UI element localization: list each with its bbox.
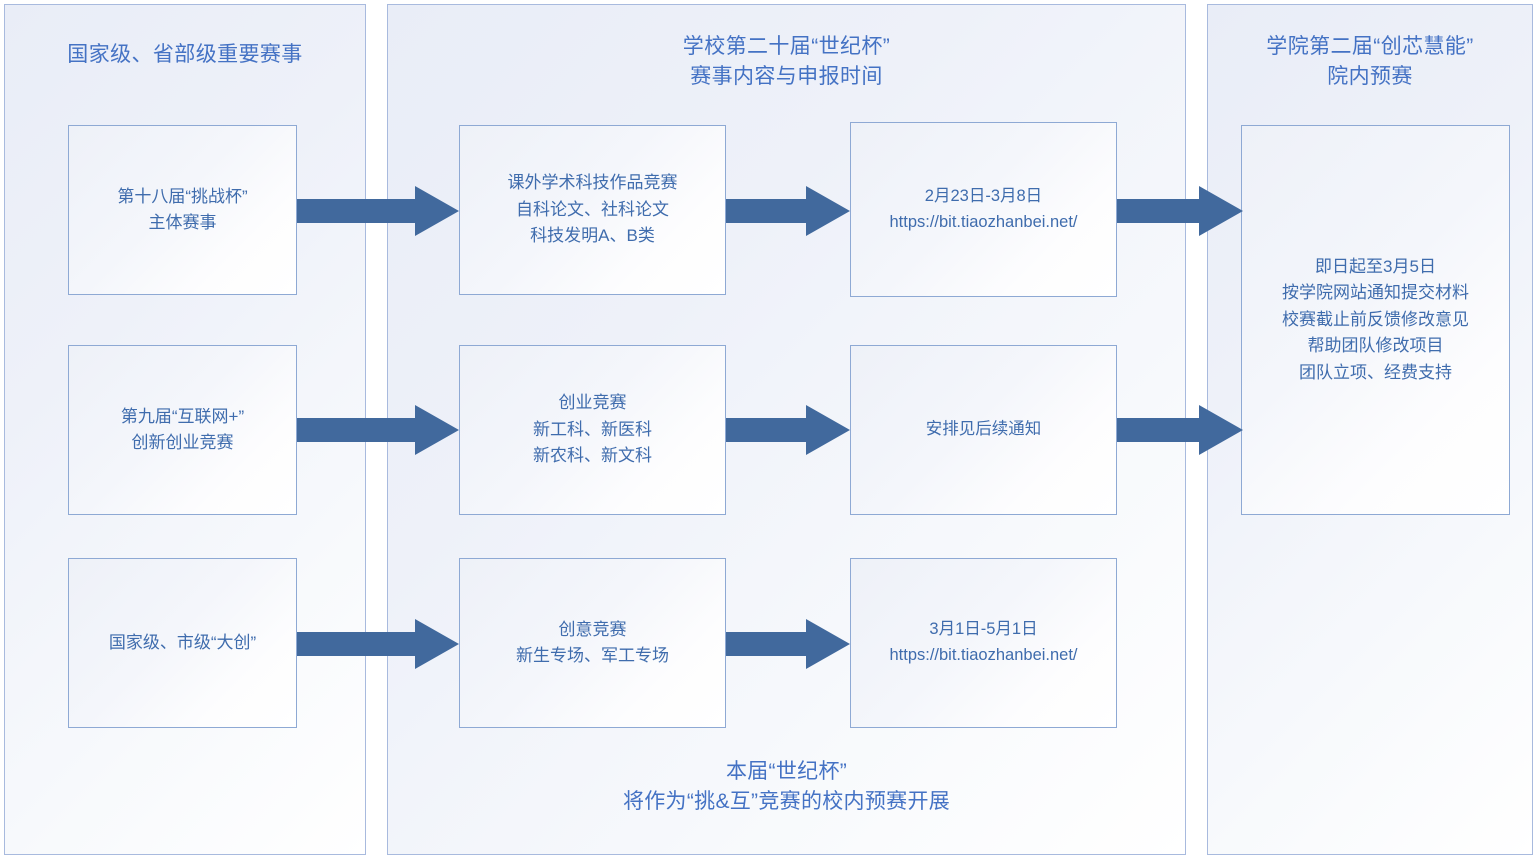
arrow-col3-to-col4-row1: [1117, 186, 1243, 236]
footnote-century-cup: 本届“世纪杯” 将作为“挑&互”竞赛的校内预赛开展: [622, 760, 951, 814]
arrow-col1-to-col2-row3: [297, 619, 459, 669]
arrow-col1-to-col2-row2: [297, 405, 459, 455]
arrow-col3-to-col4-row2: [1117, 405, 1243, 455]
node-internet-plus-text: 第九届“互联网+” 创新创业竞赛: [120, 406, 245, 452]
arrow-col2-to-col3-row2: [726, 405, 850, 455]
node-creative[interactable]: 创意竞赛 新生专场、军工专场: [459, 558, 726, 728]
node-challenge-cup-text: 第十八届“挑战杯” 主体赛事: [117, 186, 248, 232]
panel-title-college-preliminary: 学院第二届“创芯慧能” 院内预赛: [1266, 35, 1474, 88]
node-academic-sci-tech-text: 课外学术科技作品竞赛 自科论文、社科论文 科技发明A、B类: [507, 173, 678, 246]
arrow-col2-to-col3-row3: [726, 619, 850, 669]
node-entrepreneurship[interactable]: 创业竞赛 新工科、新医科 新农科、新文科: [459, 345, 726, 515]
node-date-entrepreneurship[interactable]: 安排见后续通知: [850, 345, 1117, 515]
node-date-creative[interactable]: 3月1日-5月1日 https://bit.tiaozhanbei.net/: [850, 558, 1117, 728]
node-dachuang-text: 国家级、市级“大创”: [108, 632, 257, 652]
node-college-tasks-text: 即日起至3月5日 按学院网站通知提交材料 校赛截止前反馈修改意见 帮助团队修改项…: [1282, 257, 1469, 382]
node-date-creative-text: 3月1日-5月1日 https://bit.tiaozhanbei.net/: [889, 620, 1078, 664]
panel-title-national-provincial: 国家级、省部级重要赛事: [67, 43, 303, 66]
node-internet-plus[interactable]: 第九届“互联网+” 创新创业竞赛: [68, 345, 297, 515]
node-entrepreneurship-text: 创业竞赛 新工科、新医科 新农科、新文科: [533, 393, 652, 466]
node-creative-text: 创意竞赛 新生专场、军工专场: [516, 619, 669, 665]
node-academic-sci-tech[interactable]: 课外学术科技作品竞赛 自科论文、社科论文 科技发明A、B类: [459, 125, 726, 295]
node-date-entrepreneurship-text: 安排见后续通知: [925, 420, 1042, 439]
node-dachuang[interactable]: 国家级、市级“大创”: [68, 558, 297, 728]
node-date-academic[interactable]: 2月23日-3月8日 https://bit.tiaozhanbei.net/: [850, 122, 1117, 297]
node-challenge-cup[interactable]: 第十八届“挑战杯” 主体赛事: [68, 125, 297, 295]
arrow-col2-to-col3-row1: [726, 186, 850, 236]
node-date-academic-text: 2月23日-3月8日 https://bit.tiaozhanbei.net/: [889, 186, 1078, 231]
arrow-col1-to-col2-row1: [297, 186, 459, 236]
node-college-tasks[interactable]: 即日起至3月5日 按学院网站通知提交材料 校赛截止前反馈修改意见 帮助团队修改项…: [1241, 125, 1510, 515]
panel-title-school-century-cup: 学校第二十届“世纪杯” 赛事内容与申报时间: [682, 35, 891, 88]
